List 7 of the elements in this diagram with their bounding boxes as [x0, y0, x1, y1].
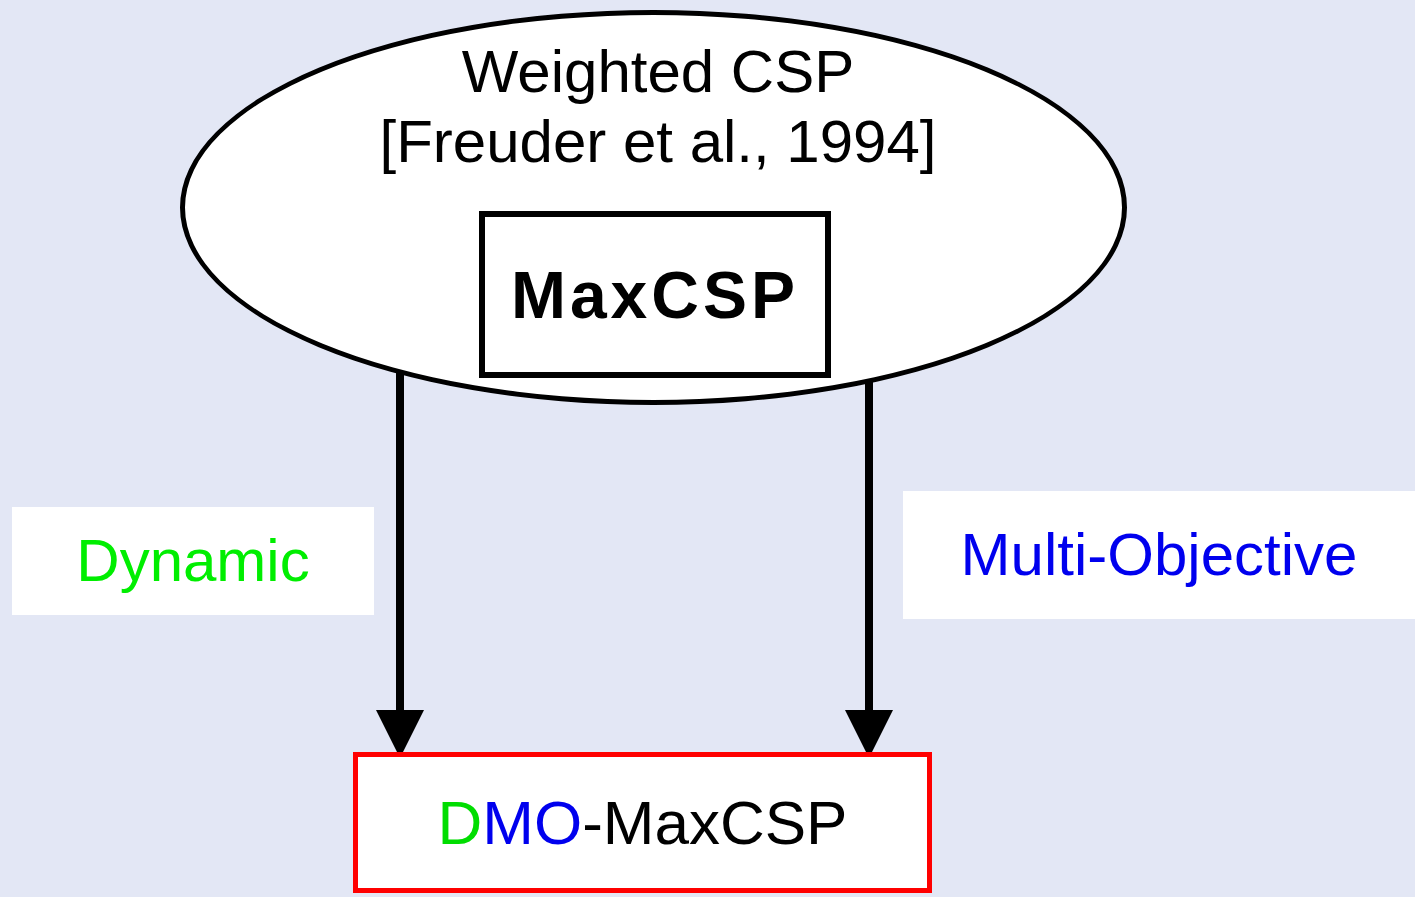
edge-label: Multi-Objective — [903, 491, 1415, 619]
edge-label: Dynamic — [12, 507, 374, 615]
node-label: Weighted CSP [Freuder et al., 1994] — [378, 37, 938, 177]
process-box — [479, 211, 831, 378]
node-label: DMO-MaxCSP — [437, 791, 848, 854]
node-label: MaxCSP — [510, 261, 800, 328]
process-box — [353, 752, 932, 893]
